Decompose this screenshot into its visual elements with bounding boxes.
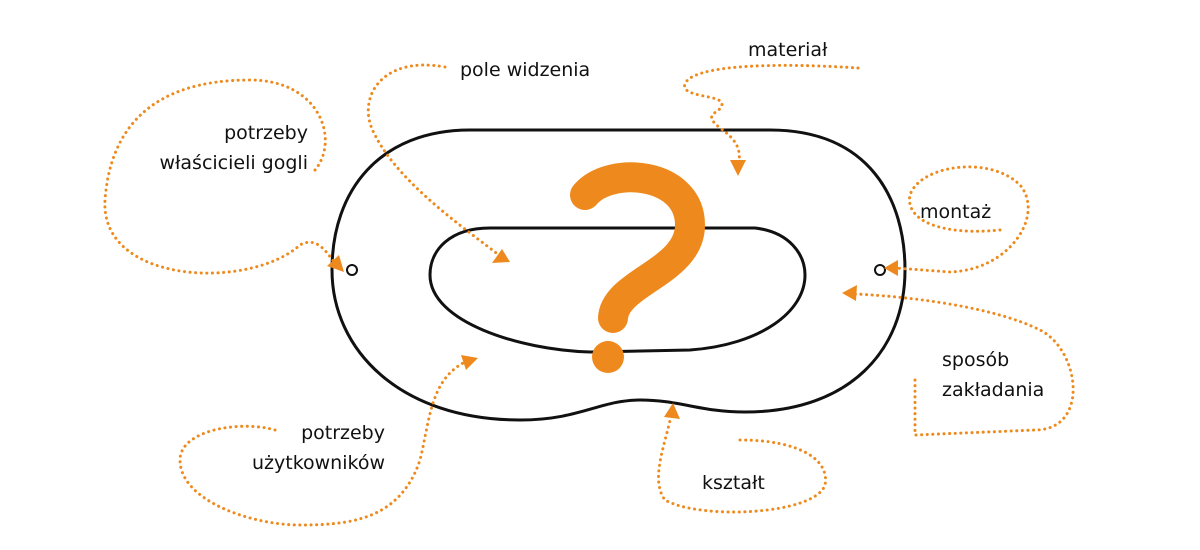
goggle-outer-outline — [330, 128, 907, 422]
connector-field-of-view — [366, 63, 510, 263]
label-shape: kształt — [702, 472, 765, 494]
strap-mount-left — [346, 264, 358, 276]
connector-users-needs — [178, 355, 478, 527]
connector-mounting — [884, 165, 1030, 276]
label-wearing-method-line1: sposób — [942, 349, 1010, 371]
label-mounting: montaż — [920, 201, 992, 223]
goggle-lens-outline — [428, 226, 807, 354]
label-material: materiał — [748, 39, 828, 61]
question-mark-icon — [570, 162, 706, 373]
label-owners-needs: potrzeby właścicieli gogli — [120, 118, 308, 178]
label-wearing-method: sposób zakładania — [942, 345, 1044, 405]
connector-wearing-method — [842, 285, 1075, 437]
label-field-of-view: pole widzenia — [460, 59, 591, 81]
label-owners-needs-line1: potrzeby — [224, 122, 308, 144]
connector-owners-needs — [103, 78, 344, 275]
label-users-needs-line1: potrzeby — [301, 422, 385, 444]
strap-mount-right — [874, 264, 886, 276]
label-owners-needs-line2: właścicieli gogli — [159, 152, 308, 174]
label-users-needs: potrzeby użytkowników — [200, 418, 385, 478]
label-users-needs-line2: użytkowników — [251, 452, 385, 474]
connector-shape — [657, 403, 828, 514]
label-wearing-method-line2: zakładania — [942, 379, 1045, 401]
connector-material — [683, 63, 860, 176]
